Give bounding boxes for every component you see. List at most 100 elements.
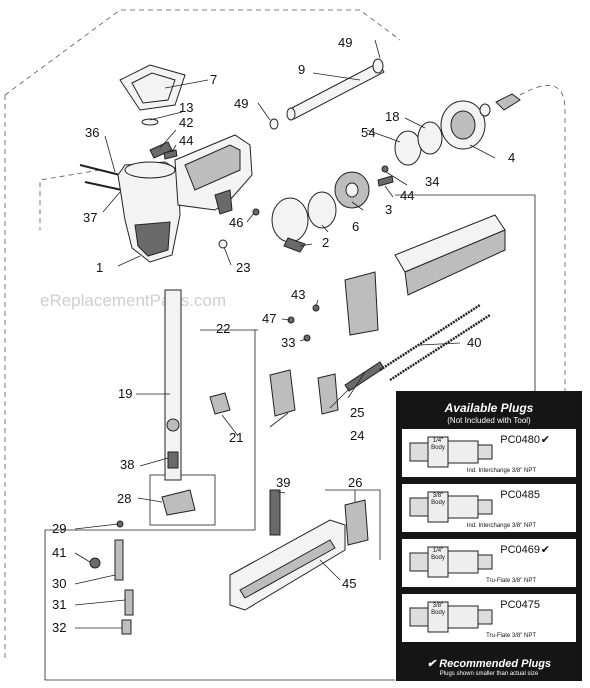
part-deflector-3-hub (345, 182, 359, 198)
part-seal-6 (307, 191, 337, 229)
callout-21: 21 (229, 430, 243, 445)
part-magazine-45-rail (239, 539, 336, 599)
recommended-check-icon: ✔ (540, 544, 550, 556)
part-driver-blade-19-tip (167, 451, 179, 469)
callout-40: 40 (467, 335, 481, 350)
part-screw-44b (377, 175, 394, 187)
part-latch-28 (161, 489, 196, 516)
dashed-outline-upper (4, 9, 401, 96)
recommended-plugs-legend: ✔ Recommended Plugs (426, 658, 552, 670)
callout-44-right: 44 (400, 188, 414, 203)
part-bolt-37 (84, 181, 123, 191)
plug-icon (409, 601, 493, 633)
plug-part-number: PC0485 (500, 489, 540, 501)
callout-2: 2 (322, 235, 329, 250)
plug-card: 3/8"Body PC0485 Ind. Interchange 3/8" NP… (402, 484, 576, 532)
plugs-subtitle: (Not Included with Tool) (447, 416, 531, 425)
plugs-title: Available Plugs (444, 401, 534, 415)
part-piston (166, 418, 180, 432)
plug-description: Ind. Interchange 3/8" NPT (466, 468, 536, 474)
part-trigger (214, 189, 233, 215)
part-clamp-2-lever (283, 237, 306, 253)
part-end-cap-4-inner (450, 110, 476, 140)
callout-43: 43 (291, 287, 305, 302)
callout-34: 34 (425, 174, 439, 189)
callout-3: 3 (385, 202, 392, 217)
callout-42: 42 (179, 115, 193, 130)
part-nut-23 (218, 239, 228, 249)
callout-30: 30 (52, 576, 66, 591)
part-oring-fitting (479, 103, 491, 117)
plug-body-size: 1/4"Body (431, 438, 445, 451)
plug-description: Tru-Flate 3/8" NPT (486, 578, 536, 584)
callout-9: 9 (298, 62, 305, 77)
part-contact-arm-24b (317, 373, 339, 415)
part-spring-40a (379, 303, 481, 372)
plug-description: Ind. Interchange 3/8" NPT (466, 523, 536, 529)
part-ring-18 (417, 121, 443, 155)
plug-card: 1/4"Body PC0480 ✔ Ind. Interchange 3/8" … (402, 429, 576, 477)
callout-1: 1 (96, 260, 103, 275)
plug-body-size: 3/8"Body (431, 493, 445, 506)
callout-29: 29 (52, 521, 66, 536)
plug-part-number: PC0469 (500, 544, 540, 556)
callout-36: 36 (85, 125, 99, 140)
part-plug-34 (381, 165, 389, 173)
part-screw-33 (303, 334, 311, 342)
callout-25: 25 (350, 405, 364, 420)
part-washer-13 (141, 118, 159, 126)
callout-46: 46 (229, 215, 243, 230)
callout-45: 45 (342, 576, 356, 591)
part-ball-41 (89, 557, 101, 569)
callout-38: 38 (120, 457, 134, 472)
plug-part-number: PC0475 (500, 599, 540, 611)
dashed-air-line (519, 85, 566, 606)
plug-description: Tru-Flate 3/8" NPT (486, 633, 536, 639)
plugs-footnote: Plugs shown smaller than actual size (439, 671, 539, 677)
part-spring-42 (149, 141, 173, 159)
callout-37: 37 (83, 210, 97, 225)
plug-body-size: 1/4"Body (431, 548, 445, 561)
plug-card: 3/8"Body PC0475 Tru-Flate 3/8" NPT (402, 594, 576, 642)
plug-icon (409, 436, 493, 468)
part-spring-39 (269, 489, 281, 536)
part-housing-1-top (124, 161, 176, 179)
callout-7: 7 (210, 72, 217, 87)
dashed-outline-mid (39, 169, 101, 230)
part-screw-44a (163, 149, 178, 160)
part-magazine-rail-lower (404, 229, 506, 296)
callout-19: 19 (118, 386, 132, 401)
callout-28: 28 (117, 491, 131, 506)
frame-box-driver (44, 330, 395, 681)
recommended-check-icon: ✔ (540, 434, 550, 446)
part-bolt-36 (79, 164, 121, 176)
callout-23: 23 (236, 260, 250, 275)
part-tip-32 (121, 619, 132, 635)
part-spring-40b (389, 313, 491, 382)
plug-part-number: PC0480 (500, 434, 540, 446)
callout-32: 32 (52, 620, 66, 635)
watermark: eReplacementParts.com (40, 291, 226, 310)
callout-49-top: 49 (338, 35, 352, 50)
part-housing-1-grip (134, 221, 171, 257)
callout-33: 33 (281, 335, 295, 350)
part-guide-latch (344, 271, 379, 336)
part-clamp-2 (271, 197, 309, 243)
callout-54: 54 (361, 125, 375, 140)
part-spring-25 (344, 361, 385, 392)
callout-numbers: 49 9 7 49 13 42 44 36 37 1 46 23 18 54 4… (52, 35, 515, 635)
callout-24: 24 (350, 428, 364, 443)
callout-18: 18 (385, 109, 399, 124)
part-oring-49a (372, 58, 384, 74)
leader-lines (74, 39, 496, 629)
callout-39: 39 (276, 475, 290, 490)
frame-box-26 (325, 489, 381, 560)
part-guide-26 (344, 499, 369, 546)
part-air-tube-9-end (286, 107, 296, 121)
callout-22: 22 (216, 321, 230, 336)
part-lever-31 (124, 589, 134, 616)
frame-box-upper (395, 194, 536, 395)
part-clip-21 (209, 392, 231, 415)
callout-31: 31 (52, 597, 66, 612)
plug-icon (409, 491, 493, 523)
